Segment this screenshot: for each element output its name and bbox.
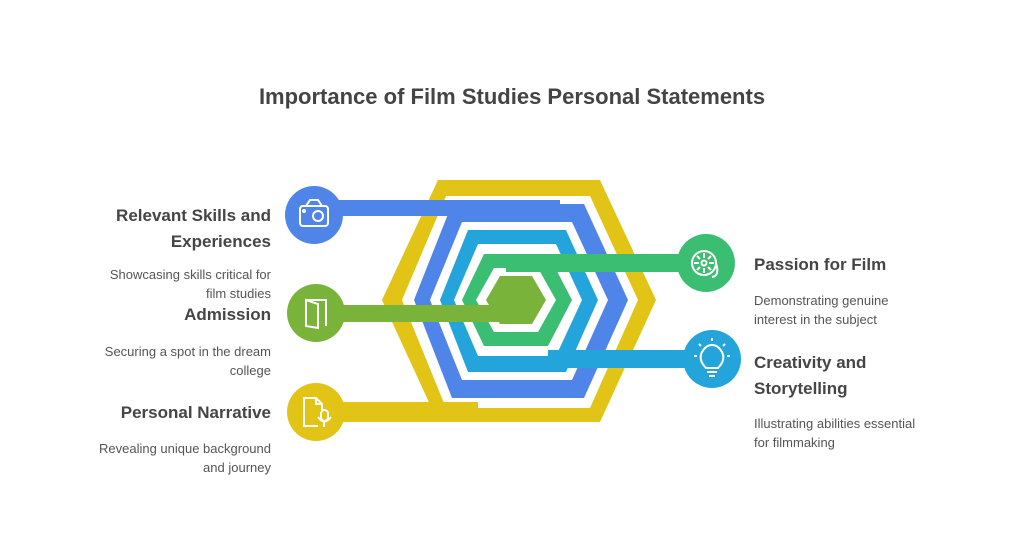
- page-title: Importance of Film Studies Personal Stat…: [258, 84, 766, 109]
- creativity-label: Creativity and Storytelling: [754, 350, 1004, 402]
- connector-blue: [314, 200, 560, 216]
- personal-narrative-desc-line-1: Revealing unique background: [98, 441, 271, 456]
- admission-desc-line-1: Securing a spot in the dream: [104, 344, 271, 359]
- relevant-skills-desc: Showcasing skills critical for film stud…: [40, 265, 271, 303]
- relevant-skills-node: [285, 186, 343, 244]
- connector-yellow: [316, 402, 478, 422]
- connector-cyan: [548, 350, 712, 368]
- relevant-skills-label-line-1: Relevant Skills and: [116, 206, 271, 225]
- connector-green: [506, 254, 706, 272]
- personal-narrative-node: [287, 383, 345, 441]
- camera-icon: [299, 199, 329, 227]
- passion-for-film-node: [677, 234, 735, 292]
- door-icon: [305, 298, 327, 330]
- creativity-desc-line-2: for filmmaking: [754, 435, 835, 450]
- lightbulb-icon: [694, 338, 730, 377]
- passion-for-film-label-line-1: Passion for Film: [754, 255, 887, 274]
- relevant-skills-desc-line-1: Showcasing skills critical for: [109, 267, 271, 282]
- personal-narrative-desc: Revealing unique background and journey: [40, 439, 271, 477]
- admission-desc: Securing a spot in the dream college: [40, 342, 271, 380]
- personal-narrative-desc-line-2: and journey: [203, 460, 271, 475]
- admission-desc-line-2: college: [229, 363, 271, 378]
- creativity-desc: Illustrating abilities essential for fil…: [754, 414, 1004, 452]
- passion-for-film-desc: Demonstrating genuine interest in the su…: [754, 291, 1004, 329]
- passion-for-film-label: Passion for Film: [754, 252, 1004, 278]
- relevant-skills-desc-line-2: film studies: [205, 286, 271, 301]
- passion-for-film-desc-line-2: interest in the subject: [754, 312, 877, 327]
- relevant-skills-label-line-2: Experiences: [170, 232, 271, 251]
- admission-node: [287, 284, 345, 342]
- creativity-node: [683, 330, 741, 388]
- connector-olive: [316, 305, 522, 322]
- personal-narrative-label-line-1: Personal Narrative: [120, 403, 271, 422]
- document-mic-icon: [303, 397, 332, 427]
- passion-for-film-desc-line-1: Demonstrating genuine: [754, 293, 889, 308]
- creativity-label-line-2: Storytelling: [754, 379, 848, 398]
- admission-label: Admission: [40, 302, 271, 328]
- film-reel-icon: [691, 250, 719, 278]
- creativity-label-line-1: Creativity and: [754, 353, 867, 372]
- personal-narrative-label: Personal Narrative: [40, 400, 271, 426]
- admission-label-line-1: Admission: [184, 305, 271, 324]
- creativity-desc-line-1: Illustrating abilities essential: [754, 416, 916, 431]
- relevant-skills-label: Relevant Skills and Experiences: [40, 203, 271, 255]
